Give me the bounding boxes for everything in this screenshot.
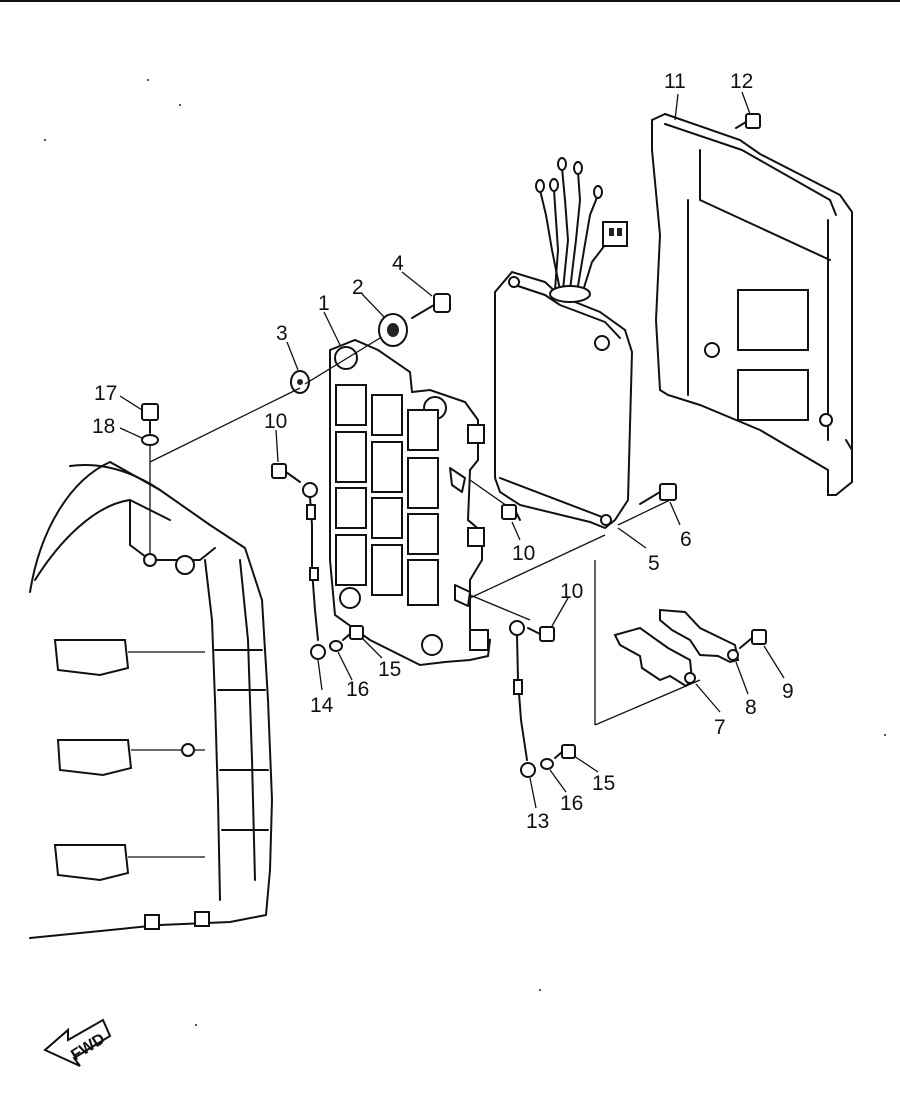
callout-6: 6 <box>680 528 692 551</box>
callout-16a: 16 <box>346 678 369 701</box>
lock-washer-18 <box>141 434 159 555</box>
alignment-lines <box>149 337 701 726</box>
washer-16a <box>329 640 343 652</box>
bolt-10c <box>527 626 555 642</box>
callout-10a: 10 <box>264 410 287 433</box>
screw-15b <box>554 744 576 759</box>
screw-12 <box>735 113 761 129</box>
callout-9: 9 <box>782 680 794 703</box>
bolt-4 <box>411 293 451 319</box>
ground-lead-14 <box>302 482 326 660</box>
bolt-17 <box>141 403 159 434</box>
callout-3: 3 <box>276 322 288 345</box>
plate-8 <box>659 608 740 664</box>
screw-9 <box>739 629 767 649</box>
bolt-6 <box>639 483 677 505</box>
callout-4: 4 <box>392 252 404 275</box>
plate-7 <box>613 626 696 688</box>
callout-15b: 15 <box>592 772 615 795</box>
callout-14: 14 <box>310 694 334 717</box>
callout-2: 2 <box>352 276 364 299</box>
bolt-10b <box>501 504 521 521</box>
callout-8: 8 <box>745 696 757 719</box>
callout-leaders <box>119 91 785 809</box>
callout-17: 17 <box>94 382 117 405</box>
screw-15a <box>342 625 364 641</box>
callout-15a: 15 <box>378 658 401 681</box>
callout-1: 1 <box>318 292 330 315</box>
mounting-bracket-1 <box>329 338 492 667</box>
callout-12: 12 <box>730 70 753 93</box>
callout-13: 13 <box>526 810 549 833</box>
cover-11 <box>651 112 853 496</box>
washer-16b <box>540 758 554 770</box>
cdi-unit-5 <box>494 157 634 530</box>
ground-lead-13 <box>509 620 536 778</box>
scan-specks <box>44 79 886 1026</box>
washer-3 <box>290 370 310 394</box>
fwd-arrow-icon: FWD <box>43 1018 112 1067</box>
grommet-2 <box>378 313 408 347</box>
callout-labels: 1 2 3 4 17 18 10 10 10 5 6 11 12 7 8 9 1… <box>92 70 794 833</box>
callout-16b: 16 <box>560 792 583 815</box>
engine-block <box>29 461 273 939</box>
callout-7: 7 <box>714 716 726 739</box>
callout-11: 11 <box>664 70 686 93</box>
callout-10c: 10 <box>560 580 583 603</box>
callout-5: 5 <box>648 552 660 575</box>
callout-18: 18 <box>92 415 115 438</box>
callout-10b: 10 <box>512 542 535 565</box>
bolt-10a <box>271 463 301 483</box>
